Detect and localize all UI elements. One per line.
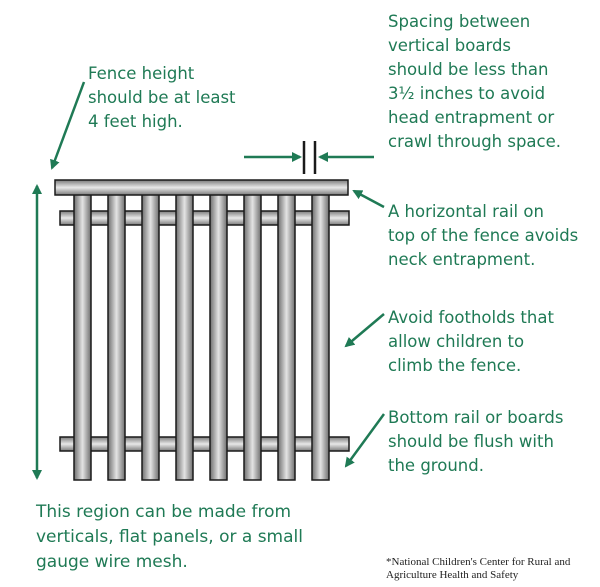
vertical-board [243,193,262,481]
vertical-boards [73,193,330,481]
annotation-arrows [32,81,386,480]
source-credit: *National Children's Center for Rural an… [386,556,571,581]
vertical-board [141,193,160,481]
spacing-ticks [302,141,317,174]
top-rail-note: A horizontal rail on top of the fence av… [388,202,579,269]
top-rail [54,179,349,196]
upper-middle-rail [59,210,350,226]
vertical-board [311,193,330,481]
spacing-note: Spacing between vertical boards should b… [388,12,562,151]
footholds-note: Avoid footholds that allow children to c… [388,308,554,375]
vertical-board [175,193,194,481]
vertical-board [277,193,296,481]
vertical-board [73,193,92,481]
bottom-rail-arrow [344,413,386,468]
top-rail-arrow [352,189,385,209]
vertical-board [107,193,126,481]
height-pointer-arrow [50,81,86,170]
bottom-rail [59,436,350,452]
region-note: This region can be made from verticals, … [36,502,303,572]
vertical-board [209,193,228,481]
foothold-arrow [344,313,385,348]
bottom-rail-note: Bottom rail or boards should be flush wi… [388,408,564,475]
fence-height-note: Fence height should be at least 4 feet h… [88,64,236,131]
